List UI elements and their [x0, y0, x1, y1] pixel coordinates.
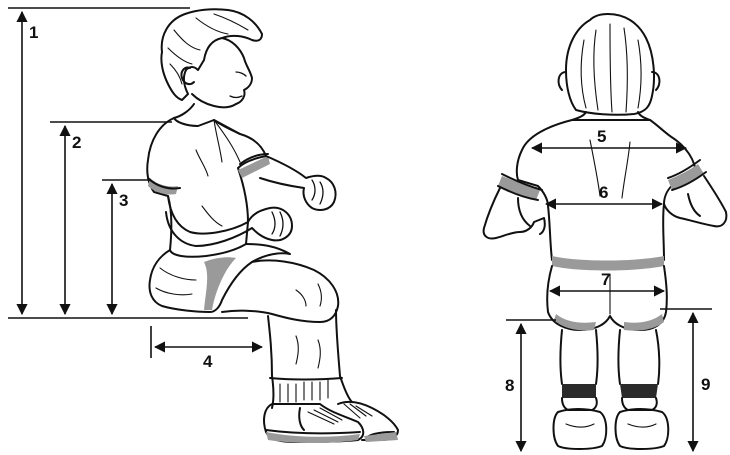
- label-2: 2: [72, 133, 81, 152]
- label-6: 6: [599, 183, 608, 202]
- label-7: 7: [601, 270, 610, 289]
- standing-child-back-view: [484, 14, 727, 449]
- label-4: 4: [203, 352, 213, 371]
- side-measurements: 1 2 3 4: [8, 8, 262, 371]
- label-5: 5: [597, 127, 606, 146]
- label-9: 9: [701, 375, 710, 394]
- label-1: 1: [29, 23, 38, 42]
- label-8: 8: [505, 376, 514, 395]
- seated-child-side-view: [147, 9, 398, 443]
- label-3: 3: [119, 191, 128, 210]
